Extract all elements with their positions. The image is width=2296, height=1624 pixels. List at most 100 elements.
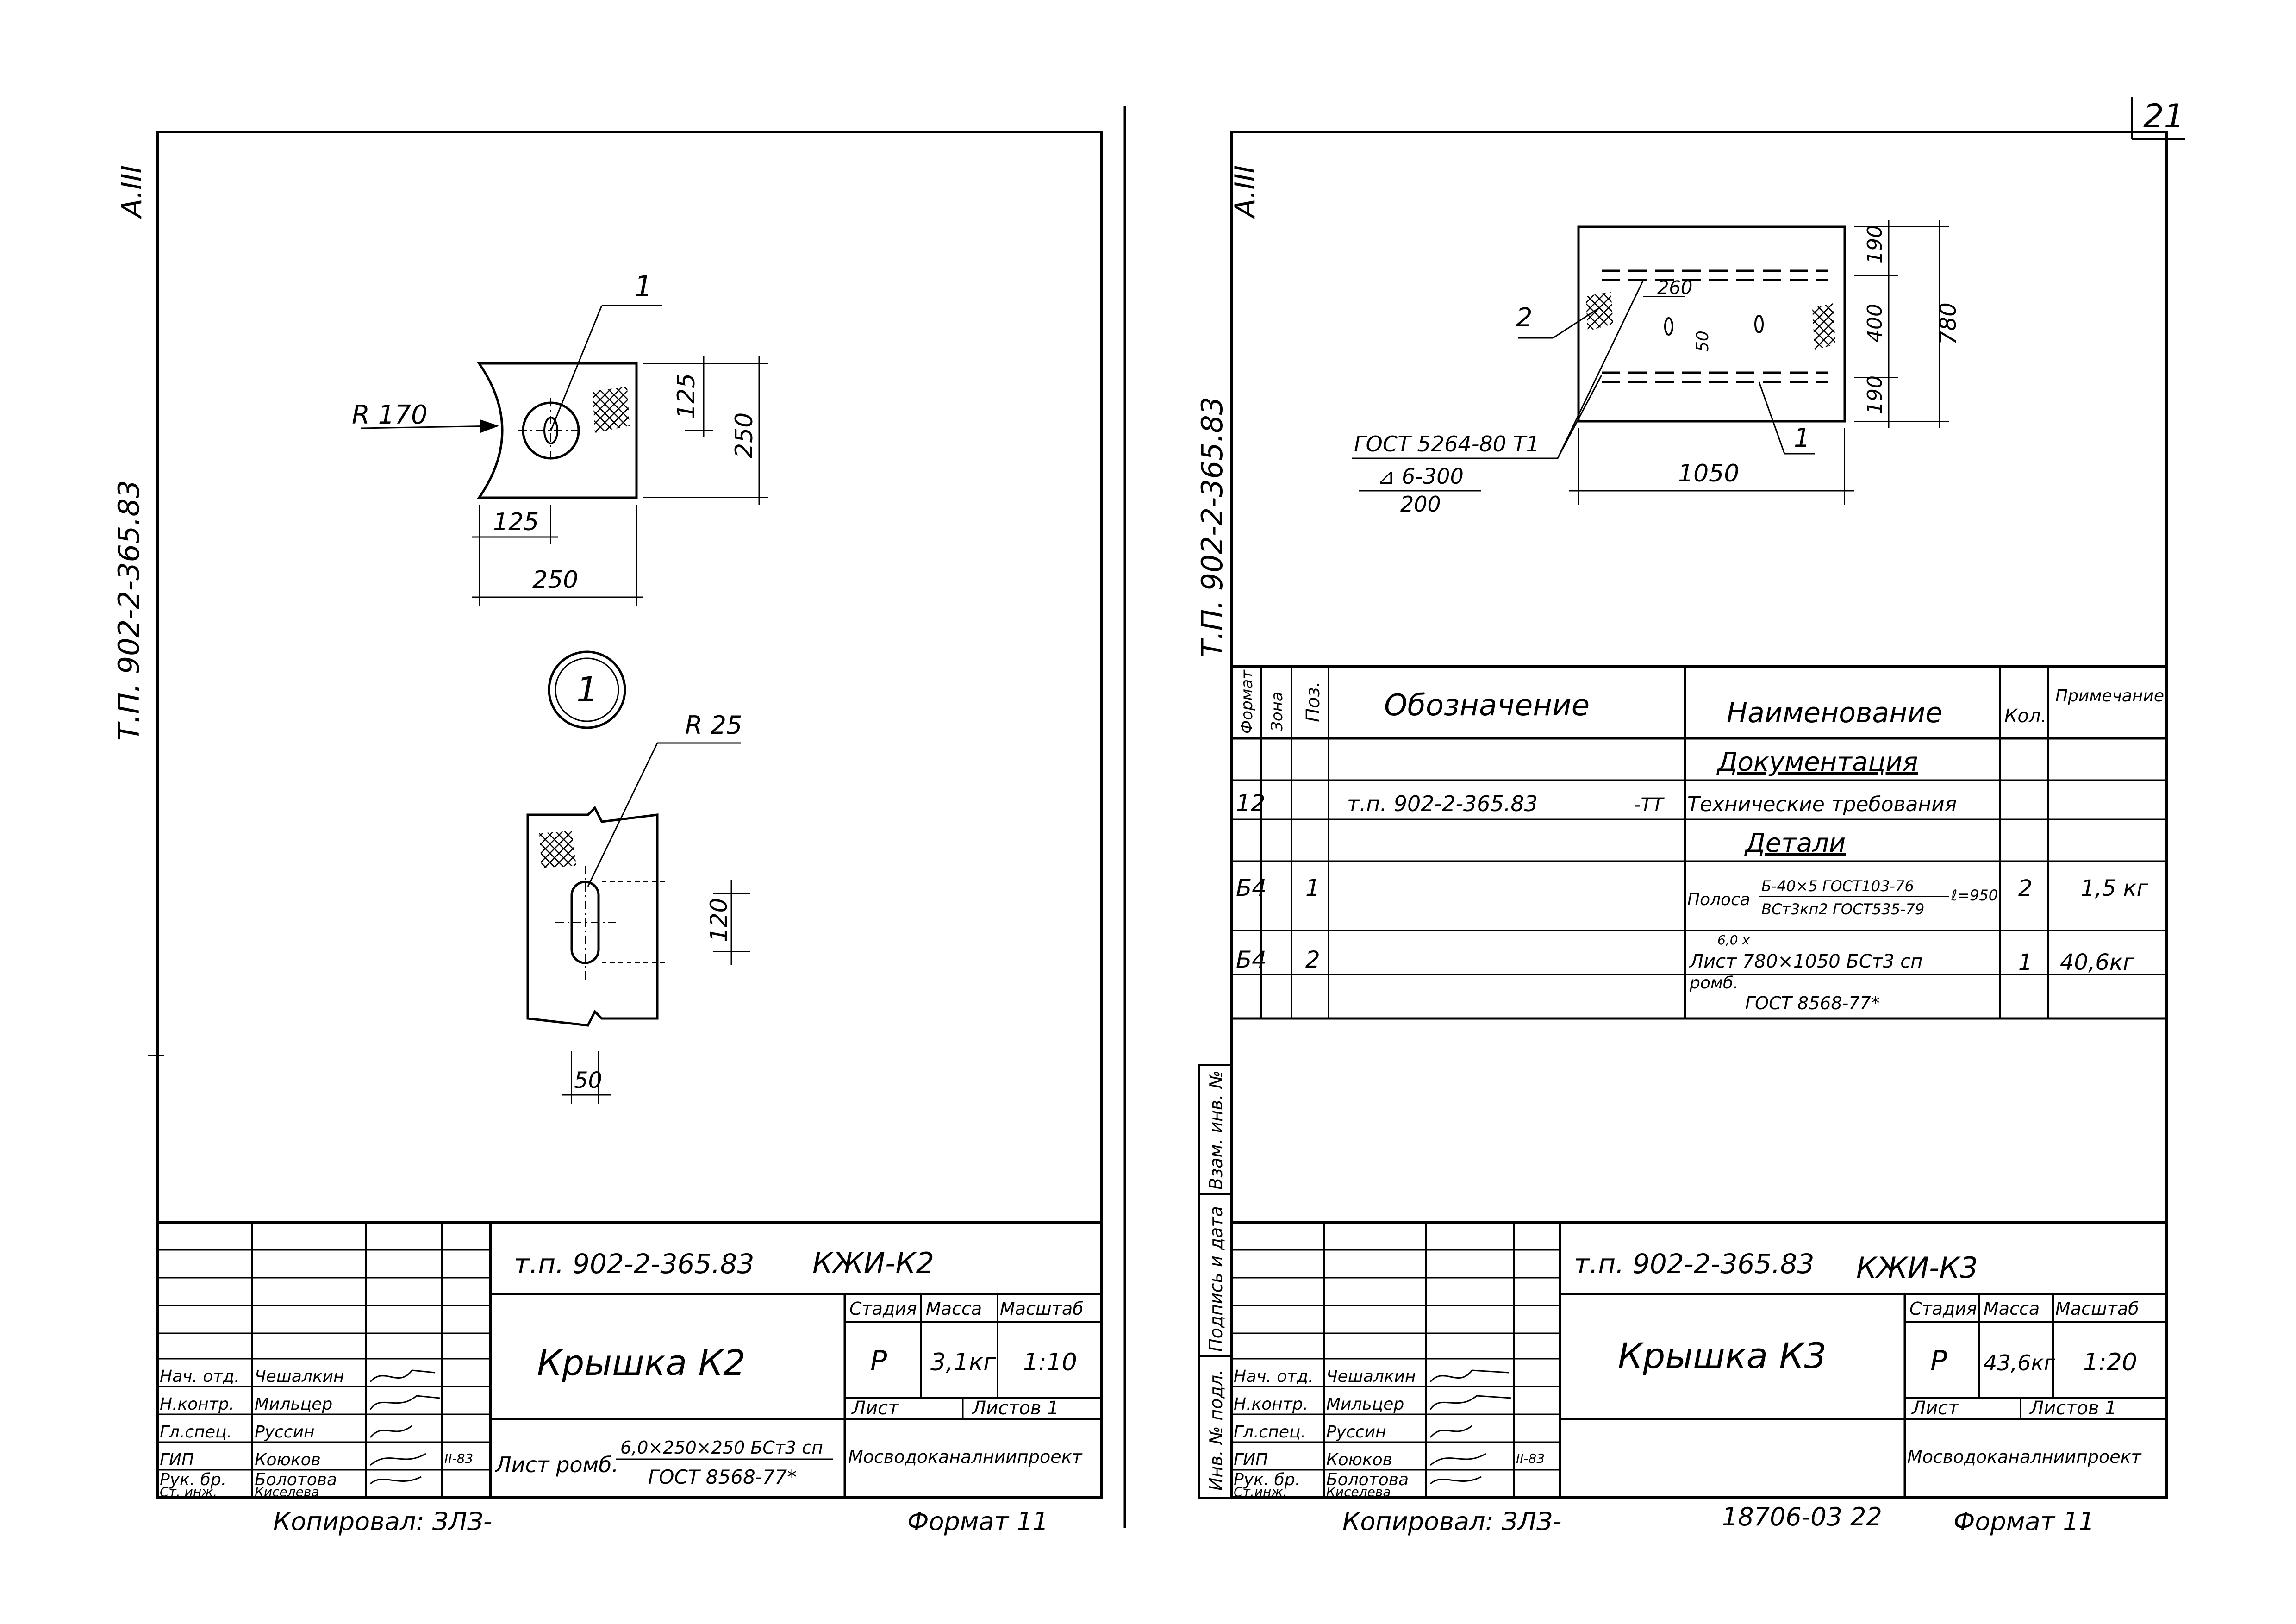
- row1-name-line1: Б-40×5 ГОСТ103-76: [1761, 877, 1914, 895]
- left-side-marker: А.III: [116, 165, 148, 219]
- left-material-prefix: Лист ромб.: [494, 1452, 618, 1477]
- right-name-2: Мильцер: [1326, 1395, 1404, 1414]
- hdr-note: Примечание: [2055, 687, 2164, 706]
- hdr-pos: Поз.: [1303, 681, 1324, 722]
- hdr-name: Наименование: [1727, 697, 1942, 729]
- k3-dim-190-top: 190: [1863, 225, 1887, 264]
- left-sheets-label: Листов 1: [971, 1398, 1059, 1419]
- right-name-4: Коюков: [1326, 1450, 1392, 1469]
- left-sheet-frame: [156, 131, 1103, 1499]
- left-material-line1: 6,0×250×250 БСт3 сп: [620, 1437, 823, 1458]
- left-scale: 1:10: [1023, 1349, 1077, 1376]
- k2-callout-1: 1: [634, 269, 652, 303]
- right-role-3: Гл.спец.: [1234, 1423, 1306, 1442]
- right-footer-copied: Копировал: ЗЛЗ-: [1342, 1507, 1561, 1536]
- right-sheet-label: Лист: [1911, 1398, 1959, 1419]
- row1-name-prefix: Полоса: [1687, 890, 1750, 909]
- left-name-5: Болотова: [255, 1470, 337, 1489]
- doc-row-suffix: -ТТ: [1634, 794, 1665, 816]
- left-date-note: II-83: [444, 1451, 473, 1466]
- right-footer-format: Формат 11: [1953, 1507, 2095, 1536]
- row1-pos: 1: [1305, 874, 1320, 901]
- doc-row-designation: т.п. 902-2-365.83: [1347, 791, 1538, 816]
- side-stamp-3: Инв. № подл.: [1206, 1369, 1226, 1491]
- left-project-code: т.п. 902-2-365.83: [514, 1248, 754, 1280]
- row2-name-small: 6,0 х: [1717, 932, 1750, 948]
- k3-dim-400: 400: [1863, 304, 1887, 343]
- side-stamp: Взам. инв. № Подпись и дата Инв. № подл.: [1198, 1064, 1232, 1499]
- k2-dim-250-h: 250: [532, 566, 578, 594]
- right-hdr-mass: Масса: [1984, 1299, 2040, 1319]
- right-role-1: Нач. отд.: [1234, 1367, 1314, 1386]
- left-title-block: т.п. 902-2-365.83 КЖИ-К2 Крышка К2 Стади…: [157, 1221, 1102, 1499]
- hdr-designation: Обозначение: [1384, 688, 1590, 723]
- detail-marker-label: 1: [576, 670, 598, 710]
- left-vertical-code: Т.П. 902-2-365.83: [112, 480, 146, 741]
- slot-dim-120: 120: [705, 898, 732, 942]
- left-name-4: Коюков: [255, 1450, 321, 1469]
- left-material-line2: ГОСТ 8568-77*: [648, 1466, 797, 1488]
- left-name-2: Мильцер: [255, 1395, 332, 1414]
- k2-dim-125-v: 125: [673, 373, 700, 419]
- right-side-marker: А.III: [1229, 165, 1261, 219]
- side-stamp-2: Подпись и дата: [1206, 1206, 1226, 1352]
- k2-dim-250-v: 250: [730, 412, 758, 458]
- right-hdr-scale: Масштаб: [2055, 1299, 2139, 1319]
- k3-callout-1: 1: [1794, 423, 1810, 453]
- left-hdr-stage: Стадия: [849, 1299, 917, 1319]
- right-scale: 1:20: [2083, 1349, 2137, 1376]
- hdr-qty: Кол.: [2004, 706, 2046, 727]
- section-docs: Документация: [1716, 747, 1918, 777]
- right-vertical-code: Т.П. 902-2-365.83: [1195, 397, 1229, 657]
- k3-dim-1050: 1050: [1678, 460, 1739, 487]
- right-sheets-label: Листов 1: [2029, 1398, 2117, 1419]
- weld-pitch: 200: [1400, 492, 1441, 517]
- row2-qty: 1: [2018, 949, 2033, 975]
- slot-radius-label: R 25: [685, 711, 742, 740]
- k3-dim-50: 50: [1693, 331, 1712, 352]
- k2-radius-label: R 170: [352, 400, 428, 430]
- right-footer-code: 18706-03 22: [1722, 1502, 1882, 1531]
- hdr-zone: Зона: [1268, 692, 1286, 731]
- weld-spec: ⊿ 6-300: [1377, 464, 1464, 489]
- right-role-5: Рук. бр.: [1234, 1470, 1300, 1489]
- page-number: 21: [2143, 97, 2184, 135]
- section-parts: Детали: [1744, 828, 1846, 858]
- left-role-2: Н.контр.: [160, 1395, 234, 1414]
- left-role-4: ГИП: [160, 1450, 194, 1469]
- weld-standard: ГОСТ 5264-80 Т1: [1354, 431, 1540, 456]
- right-date-note: II-83: [1516, 1451, 1545, 1466]
- left-role-3: Гл.спец.: [160, 1423, 232, 1442]
- row1-length: ℓ=950: [1951, 887, 1998, 904]
- hdr-format: Формат: [1238, 669, 1256, 734]
- left-sheet-label: Лист: [851, 1398, 899, 1419]
- right-name-5: Болотова: [1326, 1470, 1409, 1489]
- row1-note: 1,5 кг: [2081, 875, 2149, 901]
- slot-detail-view: 120 R 25 50: [526, 711, 750, 1104]
- left-hdr-mass: Масса: [926, 1299, 982, 1319]
- left-sheet-code: КЖИ-К2: [812, 1246, 934, 1280]
- doc-row-name: Технические требования: [1687, 793, 1957, 816]
- left-role-1: Нач. отд.: [160, 1367, 240, 1386]
- right-title-block: т.п. 902-2-365.83 КЖИ-К3 Крышка К3 Стади…: [1231, 1221, 2166, 1499]
- row1-name-line2: ВСт3кп2 ГОСТ535-79: [1761, 900, 1924, 918]
- spec-table: Формат Зона Поз. Обозначение Наименовани…: [1231, 665, 2166, 1020]
- left-footer-format: Формат 11: [907, 1507, 1048, 1536]
- side-stamp-1: Взам. инв. №: [1206, 1070, 1226, 1190]
- right-name-3: Руссин: [1326, 1423, 1386, 1442]
- right-role-6: Ст.инж.: [1234, 1484, 1287, 1499]
- k3-callout-2: 2: [1516, 303, 1533, 333]
- k3-dim-190-bot: 190: [1863, 375, 1887, 414]
- right-name-1: Чешалкин: [1326, 1367, 1416, 1386]
- row2-format: Б4: [1236, 946, 1267, 973]
- row2-note: 40,6кг: [2060, 949, 2135, 975]
- right-sheet-code: КЖИ-К3: [1856, 1251, 1978, 1285]
- row2-name-line3: ГОСТ 8568-77*: [1745, 993, 1880, 1013]
- left-role-6: Ст. инж.: [160, 1484, 217, 1499]
- row1-format: Б4: [1236, 874, 1267, 901]
- detail-marker-circle: [548, 650, 626, 729]
- right-org: Мосводоканалниипроект: [1907, 1447, 2142, 1467]
- right-title: Крышка К3: [1618, 1335, 1827, 1376]
- left-name-3: Руссин: [255, 1423, 315, 1442]
